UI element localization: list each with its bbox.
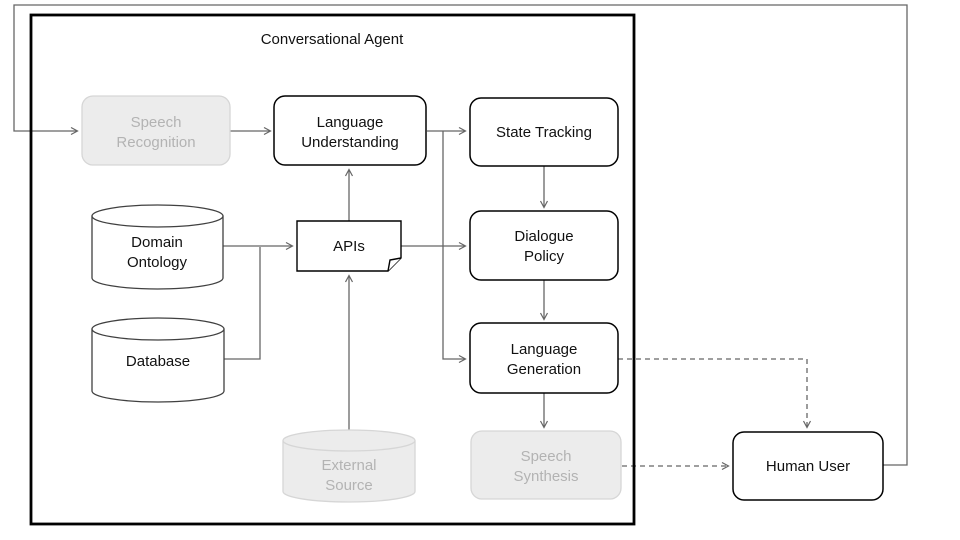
node-apis: APIs	[296, 220, 402, 272]
domain-ontology-label-line1: Domain	[131, 234, 183, 251]
speech-recognition-label-line1: Speech	[131, 114, 182, 131]
node-domain-ontology: Domain Ontology	[91, 204, 224, 290]
edge-languageunderstanding-languagegeneration	[442, 131, 467, 364]
speech-recognition-label-line2: Recognition	[116, 134, 195, 151]
apis-label: APIs	[333, 238, 365, 255]
node-human-user: Human User	[732, 431, 884, 501]
node-language-understanding: Language Understanding	[273, 95, 427, 166]
edges	[13, 4, 908, 471]
dialogue-policy-box	[469, 210, 619, 281]
node-dialogue-policy: Dialogue Policy	[469, 210, 619, 281]
state-tracking-label: State Tracking	[496, 124, 592, 141]
domain-ontology-label-line2: Ontology	[127, 254, 188, 271]
domain-ontology-cylinder-rim	[91, 215, 224, 228]
human-user-label: Human User	[766, 458, 850, 475]
language-understanding-box	[273, 95, 427, 166]
node-speech-synthesis: Speech Synthesis	[470, 430, 622, 500]
language-generation-label-line2: Generation	[507, 361, 581, 378]
edge-languagegeneration-humanuser	[618, 358, 812, 429]
diagram-title: Conversational Agent	[261, 31, 404, 48]
external-source-cylinder-rim	[282, 440, 416, 452]
speech-synthesis-box	[470, 430, 622, 500]
apis-document-fold	[387, 257, 402, 272]
external-source-label-line2: Source	[325, 477, 373, 494]
language-understanding-label-line1: Language	[317, 114, 384, 131]
node-language-generation: Language Generation	[469, 322, 619, 394]
edge-humanuser-speechrecognition	[13, 4, 908, 466]
language-understanding-label-line2: Understanding	[301, 134, 399, 151]
conversational-agent-container	[29, 13, 636, 526]
node-speech-recognition: Speech Recognition	[81, 95, 231, 166]
node-state-tracking: State Tracking	[469, 97, 619, 167]
dialogue-policy-label-line1: Dialogue	[514, 228, 573, 245]
speech-recognition-box	[81, 95, 231, 166]
language-generation-box	[469, 322, 619, 394]
node-database: Database	[91, 317, 225, 403]
state-tracking-box	[469, 97, 619, 167]
speech-synthesis-label-line2: Synthesis	[513, 468, 578, 485]
database-label: Database	[126, 353, 190, 370]
dialogue-policy-label-line2: Policy	[524, 248, 565, 265]
language-generation-label-line1: Language	[511, 341, 578, 358]
node-external-source: External Source	[282, 429, 416, 503]
external-source-label-line1: External	[321, 457, 376, 474]
database-cylinder-rim	[91, 328, 225, 341]
speech-synthesis-label-line1: Speech	[521, 448, 572, 465]
human-user-box	[732, 431, 884, 501]
edge-database-apis	[224, 247, 261, 360]
